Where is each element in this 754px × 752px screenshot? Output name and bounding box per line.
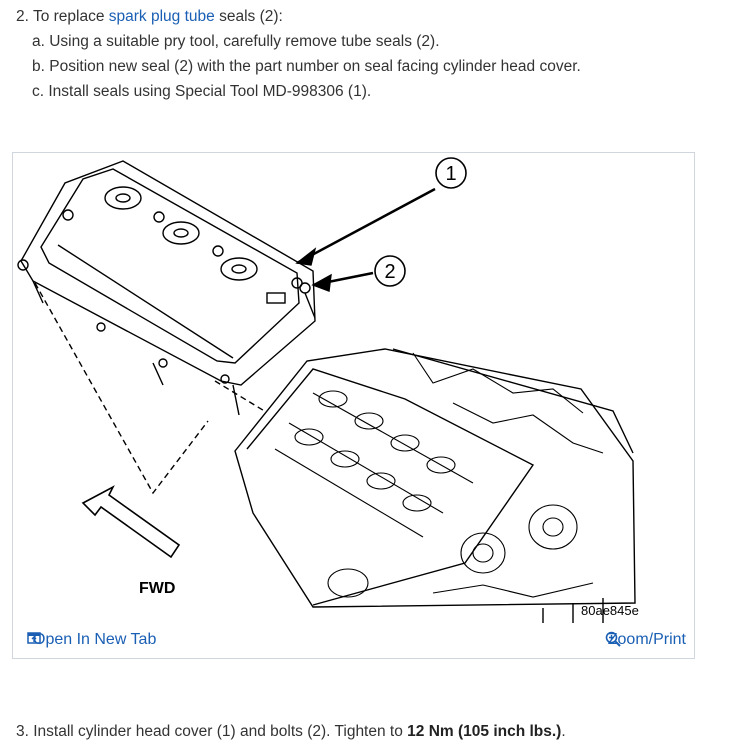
- figure-toolbar: Open In New Tab Zoom/Print: [13, 623, 694, 659]
- callout-2-label: 2: [384, 261, 395, 283]
- callout-1-circle: [435, 157, 467, 189]
- torque-spec: 12 Nm (105 inch lbs.): [407, 723, 562, 740]
- open-in-new-tab-button[interactable]: Open In New Tab: [27, 631, 156, 649]
- step-2-suffix: seals (2):: [214, 8, 283, 25]
- step-2-prefix: 2. To replace: [16, 8, 109, 25]
- step-2c: c. Install seals using Special Tool MD-9…: [32, 83, 372, 100]
- step-2b: b. Position new seal (2) with the part n…: [32, 58, 581, 75]
- step-3-end: .: [561, 723, 566, 740]
- engine-block: [234, 348, 636, 608]
- engine-diagram: 1 2 FWD 80ae845e: [17, 157, 639, 623]
- step-2-heading: 2. To replace spark plug tube seals (2):: [16, 6, 283, 28]
- step-3-text: 3. Install cylinder head cover (1) and b…: [16, 723, 408, 740]
- step-3: 3. Install cylinder head cover (1) and b…: [16, 721, 566, 743]
- spark-plug-tube-link[interactable]: spark plug tube: [108, 8, 215, 25]
- callout-2-circle: [374, 255, 406, 287]
- callout-1-label: 1: [445, 163, 456, 185]
- figure-code: 80ae845e: [581, 603, 639, 618]
- fwd-label: FWD: [139, 580, 175, 597]
- zoom-print-label: Zoom/Print: [607, 631, 686, 648]
- illustration-figure: 1 2 FWD 80ae845e Open In New Tab Zoom/Pr…: [12, 152, 695, 659]
- zoom-print-button[interactable]: Zoom/Print: [605, 631, 686, 649]
- open-in-new-tab-label: Open In New Tab: [33, 631, 157, 648]
- cylinder-head-cover: [20, 160, 316, 386]
- step-2a: a. Using a suitable pry tool, carefully …: [32, 33, 440, 50]
